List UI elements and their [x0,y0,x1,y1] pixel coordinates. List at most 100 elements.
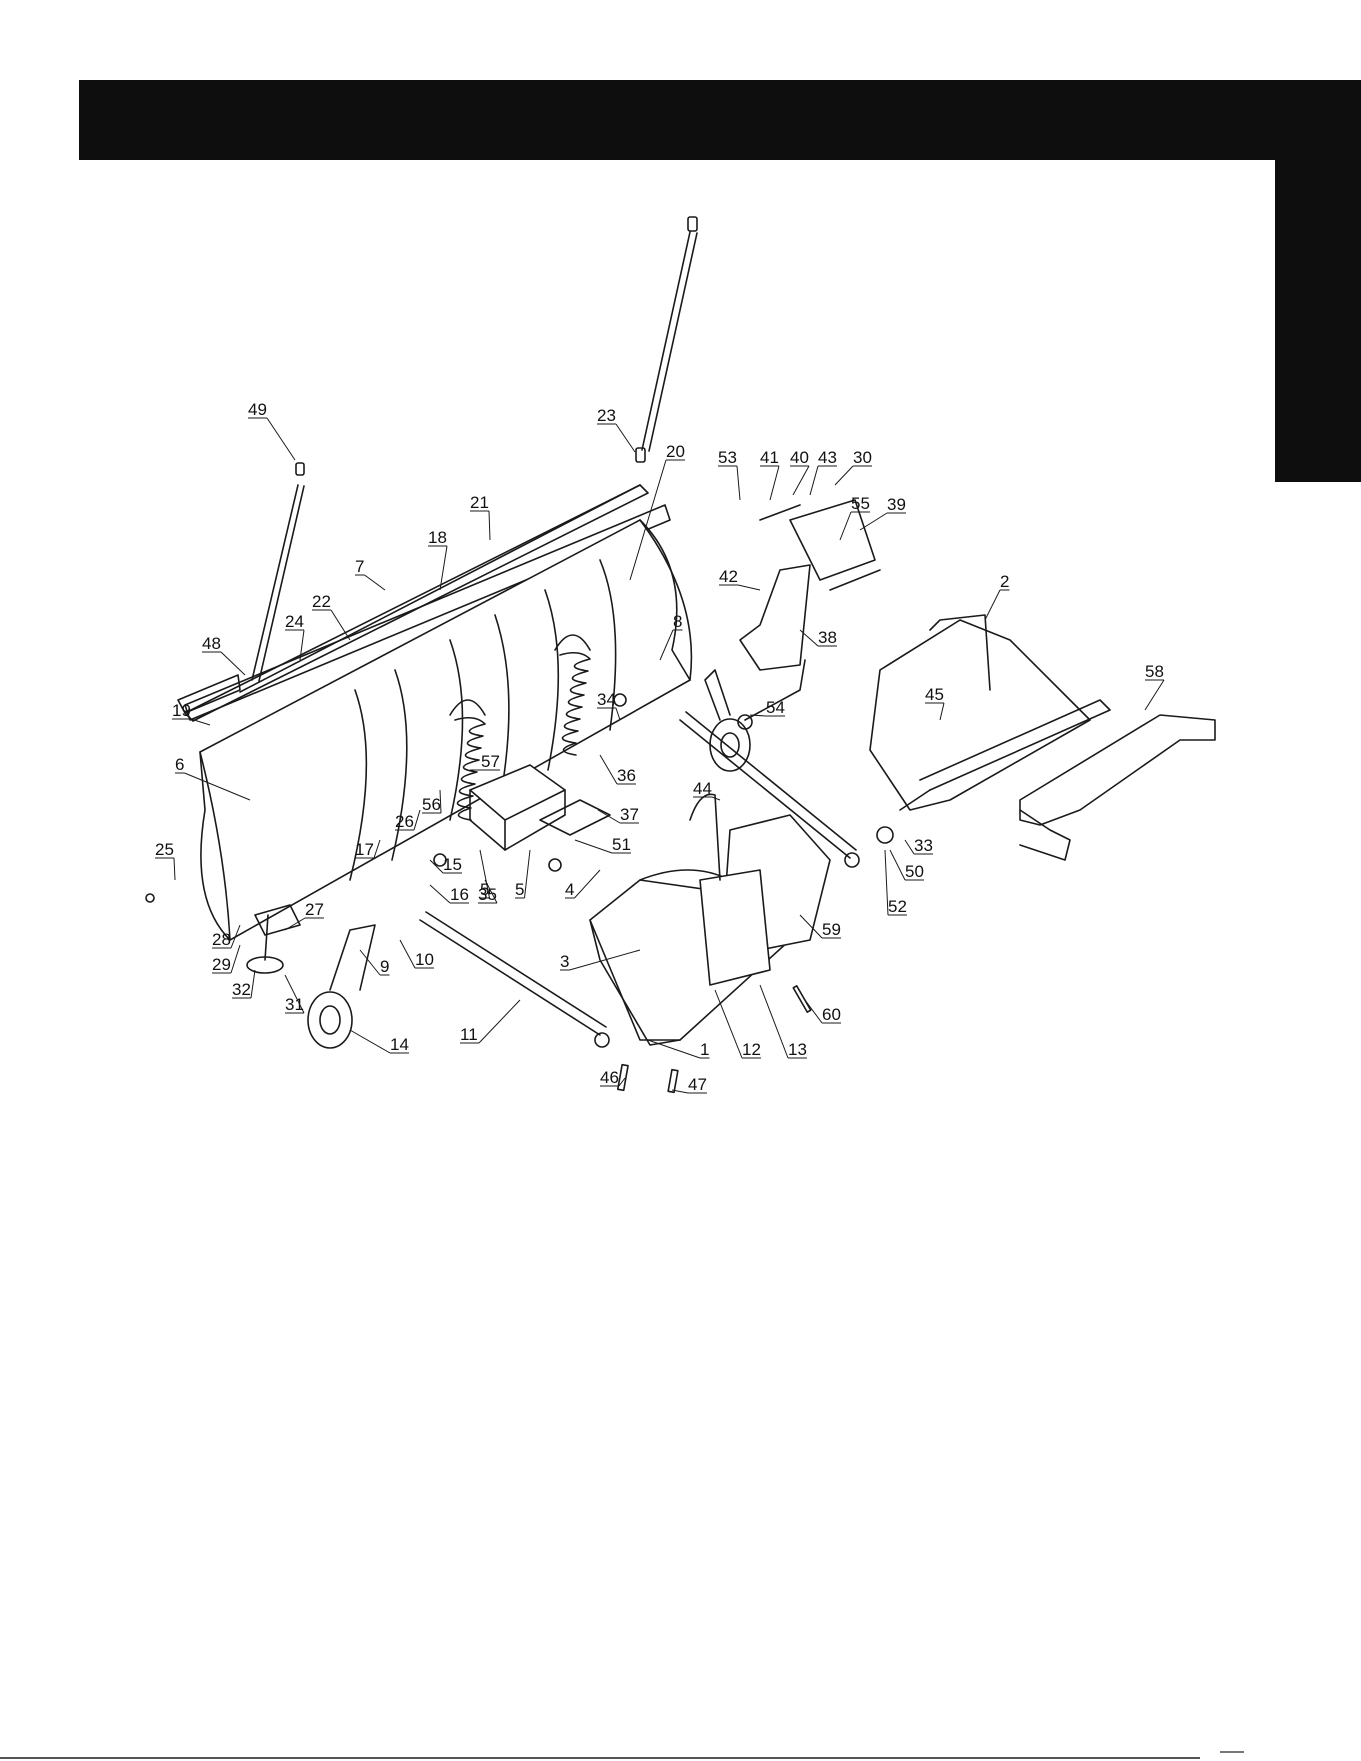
callout-label: 18 [428,528,447,547]
callout-leader [770,466,779,500]
callout-leader [231,945,240,973]
callout-label: 46 [600,1068,619,1087]
plow-assembly-drawing [146,217,1215,1092]
callout-label: 15 [443,855,462,874]
callout-label: 50 [905,862,924,881]
callout-10: 10 [400,940,434,969]
callout-label: 26 [395,812,414,831]
callout-leader [793,466,809,495]
footer-mark [1220,1751,1244,1753]
callout-14: 14 [350,1030,409,1054]
callout-label: 4 [565,880,574,899]
callout-leader [525,850,531,898]
callout-leader [1145,680,1164,710]
footer-rule [0,1757,1200,1759]
callout-label: 11 [460,1025,478,1044]
callout-leader [575,840,612,853]
callout-label: 32 [232,980,251,999]
callout-49: 49 [248,400,295,460]
callout-leader [350,1030,390,1053]
callout-label: 22 [312,592,331,611]
callout-leader [737,466,740,500]
callout-label: 10 [415,950,434,969]
callout-leader [174,858,175,880]
callout-52: 52 [885,850,907,916]
callout-label: 29 [212,955,231,974]
callout-5: 5 [515,850,530,899]
callout-label: 45 [925,685,944,704]
callout-leader [905,840,914,854]
callout-label: 28 [212,930,231,949]
callout-37: 37 [598,805,639,824]
callout-label: 41 [760,448,779,467]
callout-label: 8 [673,612,682,631]
callout-30: 30 [835,448,872,485]
callout-label: 51 [612,835,631,854]
callout-label: 31 [285,995,304,1014]
callout-40: 40 [790,448,809,495]
callout-label: 59 [822,920,841,939]
callout-label: 57 [481,752,500,771]
callout-18: 18 [428,528,447,590]
callout-leader [430,885,450,903]
callout-leader [835,466,853,485]
callout-11: 11 [460,1000,520,1044]
callout-7: 7 [355,557,385,590]
blade [185,505,691,940]
callout-51: 51 [575,835,631,854]
callout-label: 48 [202,634,221,653]
callout-label: 17 [355,840,374,859]
callout-leader [221,652,245,675]
callout-label: 49 [248,400,267,419]
callout-4: 4 [565,870,600,899]
callout-leader [489,511,490,540]
callout-label: 38 [818,628,837,647]
callout-leader [360,950,380,975]
callout-leader [479,1000,520,1043]
callout-label: 42 [719,567,738,586]
callout-leader [715,990,742,1058]
callout-label: 30 [853,448,872,467]
callout-label: 60 [822,1005,841,1024]
callout-label: 34 [597,690,616,709]
callout-leader [575,870,601,898]
callout-23: 23 [597,406,635,452]
callout-label: 23 [597,406,616,425]
callout-label: 19 [172,701,191,720]
callout-label: 16 [450,885,469,904]
callout-label: 56 [422,795,441,814]
callout-label: 6 [175,755,184,774]
callout-2: 2 [985,572,1010,620]
callout-label: 21 [470,493,489,512]
callout-leader [648,1040,700,1058]
callout-leader [890,850,905,880]
callout-60: 60 [805,1000,841,1024]
callout-16: 16 [430,885,469,904]
callout-24: 24 [285,612,304,660]
callout-48: 48 [202,634,245,675]
callout-leader [598,810,620,823]
callout-leader [191,719,210,725]
callout-label: 13 [788,1040,807,1059]
callout-label: 54 [766,698,785,717]
callout-label: 36 [617,766,636,785]
callout-label: 40 [790,448,809,467]
callout-32: 32 [232,970,255,999]
callout-label: 2 [1000,572,1009,591]
callout-38: 38 [800,628,837,647]
callout-label: 9 [380,957,389,976]
callout-1: 1 [648,1040,710,1059]
callout-leader [400,940,415,968]
callout-leader [810,466,818,495]
callout-label: 1 [700,1040,709,1059]
callout-leader [985,590,1000,620]
callout-36: 36 [600,755,636,785]
callout-label: 55 [851,494,870,513]
callout-29: 29 [212,945,240,974]
callout-leader [885,850,888,915]
callout-label: 3 [560,952,569,971]
callout-33: 33 [905,836,933,855]
callout-label: 39 [887,495,906,514]
callout-label: 37 [620,805,639,824]
